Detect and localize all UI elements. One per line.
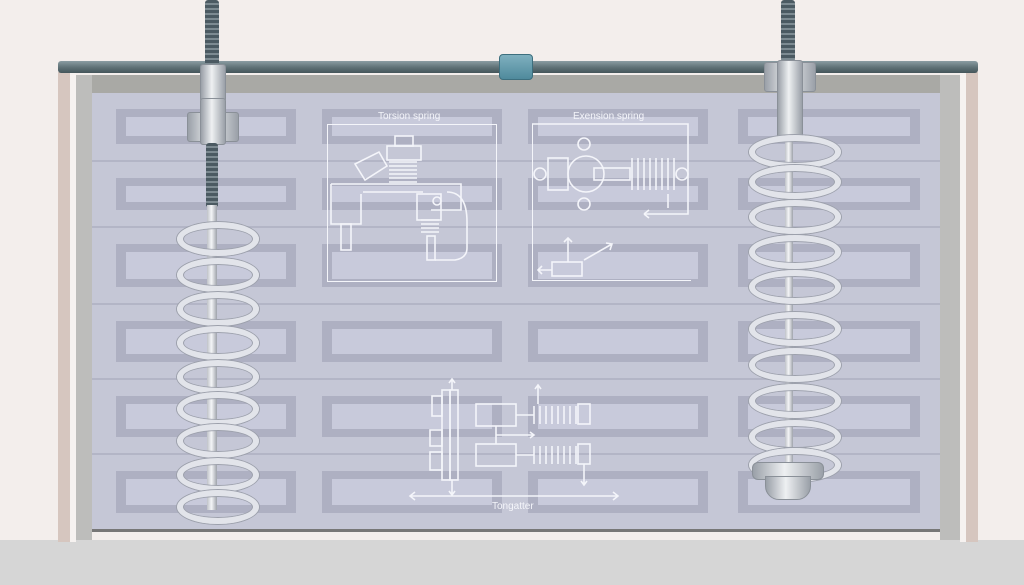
torsion-spring-mechanism-icon xyxy=(330,135,468,261)
door-frame-left xyxy=(76,75,92,540)
left-spring-cap-body xyxy=(200,98,226,145)
spring-coil-loop xyxy=(177,490,259,524)
door-jamb-right xyxy=(966,72,978,542)
torsion-spring-diagram-box xyxy=(327,124,497,282)
door-jamb-right-trim xyxy=(960,72,966,542)
spring-coil-loop xyxy=(177,222,259,256)
door-raised-panel xyxy=(528,321,708,362)
spring-coil-loop xyxy=(749,312,841,346)
spring-coil-loop xyxy=(177,424,259,458)
left-threaded-rod-top xyxy=(205,0,219,68)
right-threaded-rod-top xyxy=(781,0,795,62)
bottom-diagram-label: Tongatter xyxy=(492,501,534,512)
door-raised-panel xyxy=(322,471,502,513)
door-section-seam xyxy=(92,160,940,162)
door-panel-face xyxy=(332,252,492,279)
right-spring-base-housing xyxy=(765,476,811,500)
left-threaded-rod-mid xyxy=(206,143,218,208)
spring-coil-loop xyxy=(177,392,259,426)
door-panel-face xyxy=(332,404,492,429)
door-bottom-edge xyxy=(92,529,940,532)
door-raised-panel xyxy=(322,244,502,287)
door-raised-panel xyxy=(528,471,708,513)
door-section-seam xyxy=(92,378,940,380)
door-panel-face xyxy=(332,329,492,354)
spring-coil-loop xyxy=(749,165,841,199)
tube-coupler xyxy=(499,54,533,80)
door-jamb-left xyxy=(58,72,70,542)
door-frame-right xyxy=(940,75,960,540)
door-panel-face xyxy=(538,252,698,279)
door-panel-face xyxy=(332,479,492,505)
spring-coil-loop xyxy=(749,135,841,169)
extension-spring-diagram-box xyxy=(532,124,691,281)
extension-spring-label: Exension spring xyxy=(573,111,645,122)
extension-spring-mechanism-icon xyxy=(532,123,689,277)
door-section-seam xyxy=(92,303,940,305)
spring-coil-loop xyxy=(177,258,259,292)
spring-coil-loop xyxy=(177,360,259,394)
door-panel-face xyxy=(538,117,698,136)
spring-coil-loop xyxy=(177,292,259,326)
door-raised-panel xyxy=(322,396,502,437)
spring-coil-loop xyxy=(177,458,259,492)
left-spring-collar xyxy=(200,64,226,102)
door-jamb-left-trim xyxy=(70,72,76,542)
door-frame-top xyxy=(76,75,960,93)
door-panel-face xyxy=(538,329,698,354)
torsion-spring-label: Torsion spring xyxy=(378,111,441,122)
door-raised-panel xyxy=(322,321,502,362)
spring-coil-loop xyxy=(749,270,841,304)
floor xyxy=(0,540,1024,585)
spring-coil-loop xyxy=(749,384,841,418)
door-raised-panel xyxy=(528,396,708,437)
door-section-seam xyxy=(92,226,940,228)
bottom-spring-mechanism-icon xyxy=(408,377,620,501)
door-raised-panel xyxy=(322,109,502,144)
door-raised-panel xyxy=(528,178,708,210)
door-raised-panel xyxy=(528,109,708,144)
door-panel-face xyxy=(332,186,492,202)
spring-coil-loop xyxy=(749,348,841,382)
spring-coil-loop xyxy=(749,200,841,234)
door-panel-face xyxy=(332,117,492,136)
spring-coil-loop xyxy=(749,235,841,269)
door-panel-face xyxy=(538,479,698,505)
door-raised-panel xyxy=(528,244,708,287)
door-panel-face xyxy=(748,117,910,136)
right-spring-cap xyxy=(777,60,803,140)
spring-coil-loop xyxy=(177,326,259,360)
